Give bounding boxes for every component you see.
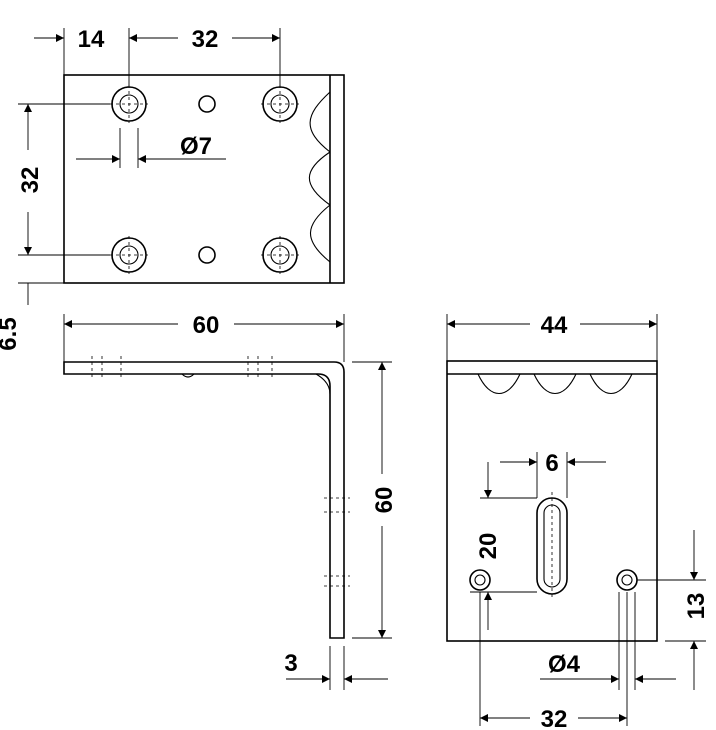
side-profile — [63, 361, 345, 639]
bend-scallop — [533, 373, 577, 394]
dim-thickness-offset: 6.5 — [0, 317, 22, 350]
side-view: 60 60 3 — [63, 312, 398, 690]
dim-side-height: 60 — [371, 487, 398, 514]
bend-scallop — [309, 91, 331, 153]
dim-front-width: 44 — [541, 312, 568, 339]
countersunk-hole-bottom-right — [261, 236, 299, 274]
countersunk-hole-bottom-left — [110, 236, 148, 274]
bend-scallop — [477, 373, 521, 394]
fold-bump — [181, 373, 195, 378]
front-view: 44 6 20 Ø4 13 32 — [446, 312, 710, 730]
small-hole-top — [198, 95, 216, 113]
dim-material-thickness: 3 — [284, 650, 297, 677]
dim-small-hole-height: 13 — [683, 593, 710, 620]
dim-vertical-hole-spacing: 32 — [17, 167, 44, 194]
dim-slot-width: 6 — [545, 450, 558, 477]
countersunk-hole-top-right — [261, 85, 299, 123]
bend-scallop — [589, 373, 633, 394]
top-view: 14 32 Ø7 32 6.5 — [0, 26, 345, 351]
dim-side-width: 60 — [193, 312, 220, 339]
top-plate-outline — [63, 74, 345, 284]
dim-bottom-hole-spacing: 32 — [541, 706, 568, 730]
dim-small-hole-diameter: Ø4 — [548, 651, 581, 678]
dim-top-hole-spacing: 32 — [192, 26, 219, 53]
countersunk-hole-top-left — [110, 85, 148, 123]
bend-scallop — [308, 151, 331, 206]
bend-scallop — [309, 204, 331, 263]
dim-top-offset: 14 — [78, 26, 105, 53]
small-hole-bottom — [198, 246, 216, 264]
small-hole-left — [469, 569, 491, 591]
dim-slot-offset: 20 — [475, 533, 502, 560]
dim-hole-diameter: Ø7 — [180, 133, 212, 160]
